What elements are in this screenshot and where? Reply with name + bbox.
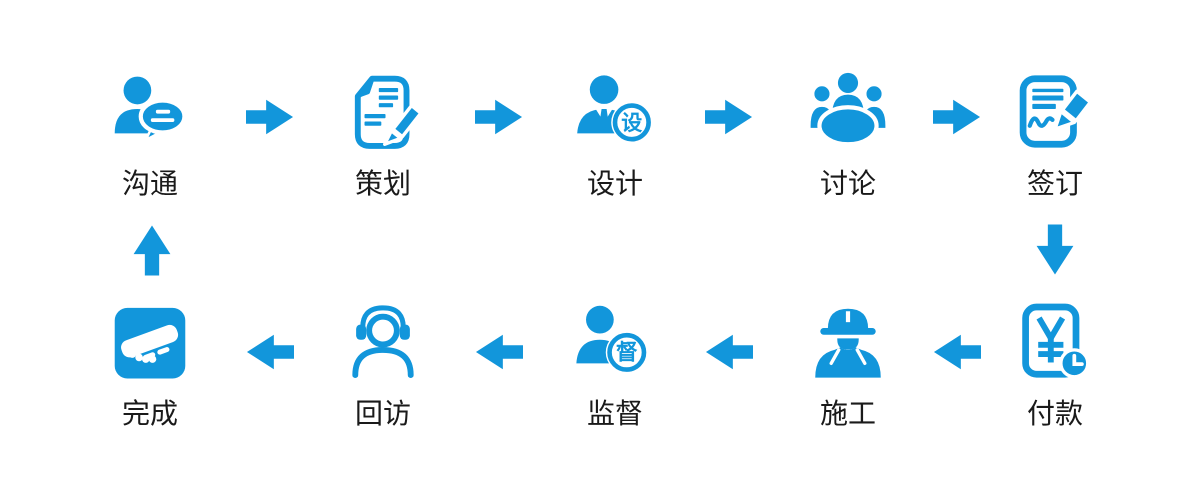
step-follow-up: 回访 [298,302,468,428]
arrow-right-icon [705,95,753,139]
document-pencil-icon [341,72,425,156]
step-completion: 完成 [65,302,235,428]
step-label-payment: 付款 [1026,397,1083,430]
step-communication: 沟通 [65,72,235,198]
step-supervision: 督 监督 [530,302,700,428]
designer-person-icon: 设 [573,72,657,156]
construction-worker-icon [806,302,890,386]
supervisor-person-icon: 督 [573,302,657,386]
person-chat-icon [108,72,192,156]
arrow-up-icon [129,222,175,278]
arrow-left-icon [933,330,981,374]
step-planning: 策划 [298,72,468,198]
step-payment: 付款 [970,302,1140,428]
step-label-communication: 沟通 [121,167,178,200]
arrow-right-icon [933,95,981,139]
step-label-discussion: 讨论 [819,167,876,200]
step-signing: 签订 [970,72,1140,198]
supervision-badge-char: 督 [616,340,638,366]
step-label-signing: 签订 [1026,167,1083,200]
headset-support-icon [341,302,425,386]
arrow-left-icon [475,330,523,374]
contract-signing-icon [1013,72,1097,156]
handshake-icon [108,302,192,386]
arrow-right-icon [475,95,523,139]
step-label-follow-up: 回访 [354,397,411,430]
arrow-left-icon [246,330,294,374]
step-label-planning: 策划 [354,167,411,200]
arrow-right-icon [246,95,294,139]
step-construction: 施工 [763,302,933,428]
meeting-group-icon [806,72,890,156]
step-label-supervision: 监督 [586,397,643,430]
payment-yuan-clock-icon [1013,302,1097,386]
design-badge-char: 设 [621,111,642,135]
step-label-completion: 完成 [121,397,178,430]
arrow-left-icon [705,330,753,374]
step-label-design: 设计 [586,167,643,200]
step-design: 设 设计 [530,72,700,198]
arrow-down-icon [1032,222,1078,278]
step-discussion: 讨论 [763,72,933,198]
step-label-construction: 施工 [819,397,876,430]
